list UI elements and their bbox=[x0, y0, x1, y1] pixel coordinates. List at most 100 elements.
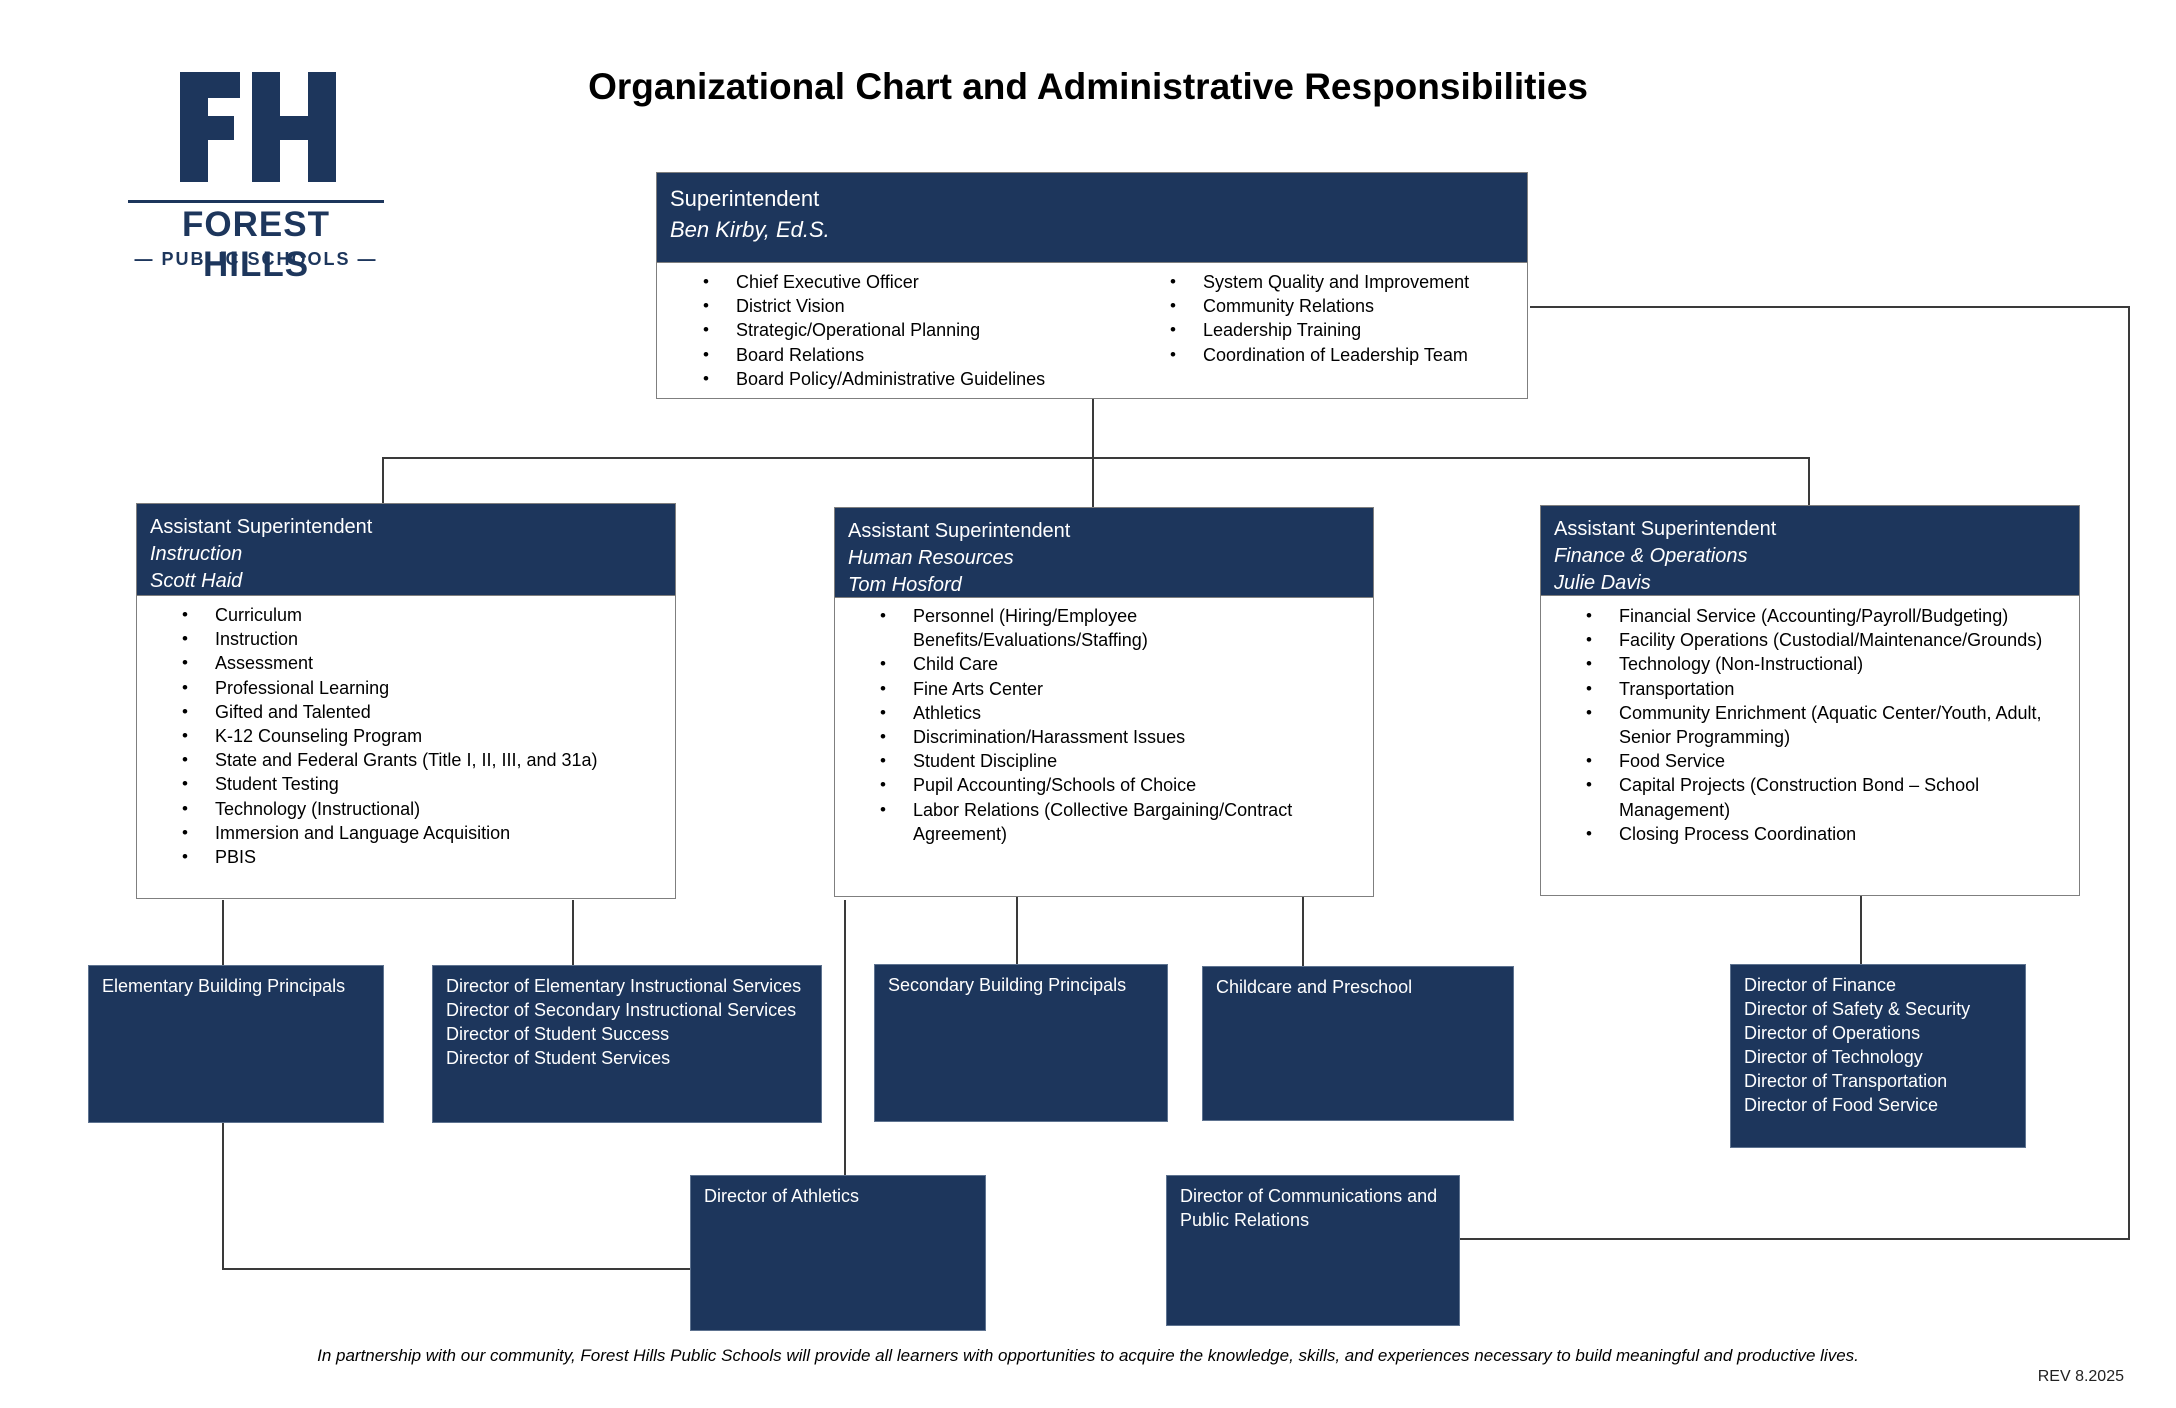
superintendent-duty-item: Leadership Training bbox=[1170, 318, 1469, 342]
revision-label: REV 8.2025 bbox=[2037, 1368, 2124, 1385]
director-safety-security: Director of Safety & Security bbox=[1744, 999, 1971, 1019]
asst-supt-instruction-duties: CurriculumInstructionAssessmentProfessio… bbox=[137, 596, 675, 869]
asst-supt-hr-name: Tom Hosford bbox=[848, 574, 962, 596]
connector-horizontal bbox=[382, 457, 1810, 459]
superintendent-box: Superintendent Ben Kirby, Ed.S. Chief Ex… bbox=[656, 172, 1528, 399]
asst-supt-finance-role: Assistant Superintendent bbox=[1554, 518, 1777, 540]
instruction-duty-item: Gifted and Talented bbox=[182, 700, 675, 724]
director-athletics-label: Director of Athletics bbox=[704, 1186, 860, 1206]
superintendent-duty-item: Board Policy/Administrative Guidelines bbox=[703, 367, 1045, 391]
mission-statement: In partnership with our community, Fores… bbox=[317, 1346, 1859, 1365]
director-technology: Director of Technology bbox=[1744, 1047, 1923, 1067]
asst-supt-finance-header: Assistant Superintendent Finance & Opera… bbox=[1541, 506, 2079, 596]
connector-to-athletics-bottom bbox=[222, 1268, 690, 1270]
hr-duty-item: Discrimination/Harassment Issues bbox=[880, 725, 1353, 749]
connector-elementary-down bbox=[222, 1122, 224, 1270]
logo-subtitle: — PUBLIC SCHOOLS — bbox=[134, 249, 378, 269]
superintendent-duty-item: Chief Executive Officer bbox=[703, 270, 1045, 294]
hr-duty-item: Labor Relations (Collective Bargaining/C… bbox=[880, 798, 1353, 846]
director-secondary-instructional: Director of Secondary Instructional Serv… bbox=[446, 1000, 797, 1020]
instruction-duty-item: K-12 Counseling Program bbox=[182, 724, 675, 748]
finance-duty-item: Transportation bbox=[1586, 677, 2079, 701]
finance-duty-item: Food Service bbox=[1586, 749, 2079, 773]
elementary-principals-label: Elementary Building Principals bbox=[102, 976, 346, 996]
superintendent-duty-item: Board Relations bbox=[703, 343, 1045, 367]
finance-duty-item: Capital Projects (Construction Bond – Sc… bbox=[1586, 773, 2079, 821]
instruction-duty-item: Assessment bbox=[182, 651, 675, 675]
superintendent-role: Superintendent bbox=[670, 186, 820, 211]
asst-supt-hr-area: Human Resources bbox=[848, 547, 1014, 569]
asst-supt-hr-role: Assistant Superintendent bbox=[848, 520, 1071, 542]
superintendent-duty-item: System Quality and Improvement bbox=[1170, 270, 1469, 294]
instruction-duty-item: Technology (Instructional) bbox=[182, 797, 675, 821]
asst-supt-instruction-name: Scott Haid bbox=[150, 570, 243, 592]
asst-supt-finance-name: Julie Davis bbox=[1554, 572, 1651, 594]
connector-to-secondary bbox=[1016, 896, 1018, 964]
hr-duty-item: Fine Arts Center bbox=[880, 677, 1353, 701]
secondary-principals-label: Secondary Building Principals bbox=[888, 975, 1127, 995]
instruction-directors-box: Director of Elementary Instructional Ser… bbox=[432, 965, 822, 1123]
hr-duty-item: Personnel (Hiring/Employee Benefits/Eval… bbox=[880, 604, 1353, 652]
asst-supt-finance-box: Assistant Superintendent Finance & Opera… bbox=[1540, 505, 2080, 896]
connector-to-elementary bbox=[222, 900, 224, 966]
asst-supt-hr-duties: Personnel (Hiring/Employee Benefits/Eval… bbox=[835, 598, 1353, 846]
superintendent-duty-item: Strategic/Operational Planning bbox=[703, 318, 1045, 342]
instruction-duty-item: Immersion and Language Acquisition bbox=[182, 821, 675, 845]
instruction-duty-item: Student Testing bbox=[182, 772, 675, 796]
asst-supt-hr-duty-list: Personnel (Hiring/Employee Benefits/Eval… bbox=[880, 604, 1353, 846]
finance-duty-item: Closing Process Coordination bbox=[1586, 822, 2079, 846]
director-communications-box: Director of Communications and Public Re… bbox=[1166, 1175, 1460, 1326]
asst-supt-instruction-duty-list: CurriculumInstructionAssessmentProfessio… bbox=[182, 603, 675, 869]
instruction-duty-item: Instruction bbox=[182, 627, 675, 651]
childcare-preschool-label: Childcare and Preschool bbox=[1216, 977, 1413, 997]
asst-supt-finance-duties: Financial Service (Accounting/Payroll/Bu… bbox=[1541, 596, 2079, 846]
asst-supt-finance-area: Finance & Operations bbox=[1554, 545, 1748, 567]
connector-to-instruction bbox=[382, 457, 384, 505]
elementary-principals-box: Elementary Building Principals bbox=[88, 965, 384, 1123]
connector-to-finance-directors bbox=[1860, 896, 1862, 964]
director-student-success: Director of Student Success bbox=[446, 1024, 670, 1044]
asst-supt-finance-duty-list: Financial Service (Accounting/Payroll/Bu… bbox=[1586, 604, 2079, 846]
connector-to-hr bbox=[1092, 457, 1094, 508]
connector-to-finance bbox=[1808, 457, 1810, 507]
instruction-duty-item: PBIS bbox=[182, 845, 675, 869]
asst-supt-instruction-header: Assistant Superintendent Instruction Sco… bbox=[137, 504, 675, 596]
finance-duty-item: Facility Operations (Custodial/Maintenan… bbox=[1586, 628, 2079, 652]
connector-to-instr-directors bbox=[572, 900, 574, 966]
finance-duty-item: Financial Service (Accounting/Payroll/Bu… bbox=[1586, 604, 2079, 628]
director-communications-line1: Director of Communications and bbox=[1180, 1186, 1438, 1206]
connector-to-communications bbox=[1460, 1238, 2130, 1240]
director-student-services: Director of Student Services bbox=[446, 1048, 671, 1068]
director-athletics-box: Director of Athletics bbox=[690, 1175, 986, 1331]
fh-monogram-logo bbox=[180, 72, 336, 182]
logo-rule bbox=[128, 200, 384, 203]
finance-duty-item: Technology (Non-Instructional) bbox=[1586, 652, 2079, 676]
childcare-preschool-box: Childcare and Preschool bbox=[1202, 966, 1514, 1121]
superintendent-duties: Chief Executive OfficerDistrict VisionSt… bbox=[657, 263, 1527, 398]
asst-supt-instruction-area: Instruction bbox=[150, 543, 243, 565]
asst-supt-hr-box: Assistant Superintendent Human Resources… bbox=[834, 507, 1374, 897]
finance-duty-item: Community Enrichment (Aquatic Center/You… bbox=[1586, 701, 2079, 749]
director-finance: Director of Finance bbox=[1744, 975, 1897, 995]
hr-duty-item: Student Discipline bbox=[880, 749, 1353, 773]
superintendent-name: Ben Kirby, Ed.S. bbox=[670, 217, 830, 242]
asst-supt-hr-header: Assistant Superintendent Human Resources… bbox=[835, 508, 1373, 598]
connector-to-athletics bbox=[844, 900, 846, 1175]
director-communications-line2: Public Relations bbox=[1180, 1210, 1310, 1230]
hr-duty-item: Athletics bbox=[880, 701, 1353, 725]
superintendent-header: Superintendent Ben Kirby, Ed.S. bbox=[657, 173, 1527, 263]
finance-directors-box: Director of Finance Director of Safety &… bbox=[1730, 964, 2026, 1148]
asst-supt-instruction-role: Assistant Superintendent bbox=[150, 516, 373, 538]
page-title: Organizational Chart and Administrative … bbox=[588, 66, 1588, 107]
logo-name: FOREST HILLS bbox=[182, 205, 330, 284]
director-food-service: Director of Food Service bbox=[1744, 1095, 1939, 1115]
instruction-duty-item: Curriculum bbox=[182, 603, 675, 627]
instruction-duty-item: State and Federal Grants (Title I, II, I… bbox=[182, 748, 675, 772]
director-elementary-instructional: Director of Elementary Instructional Ser… bbox=[446, 976, 802, 996]
asst-supt-instruction-box: Assistant Superintendent Instruction Sco… bbox=[136, 503, 676, 899]
connector-sup-right bbox=[1530, 306, 2128, 308]
superintendent-duties-right: System Quality and ImprovementCommunity … bbox=[1170, 270, 1469, 367]
superintendent-duty-item: Coordination of Leadership Team bbox=[1170, 343, 1469, 367]
secondary-principals-box: Secondary Building Principals bbox=[874, 964, 1168, 1122]
hr-duty-item: Pupil Accounting/Schools of Choice bbox=[880, 773, 1353, 797]
